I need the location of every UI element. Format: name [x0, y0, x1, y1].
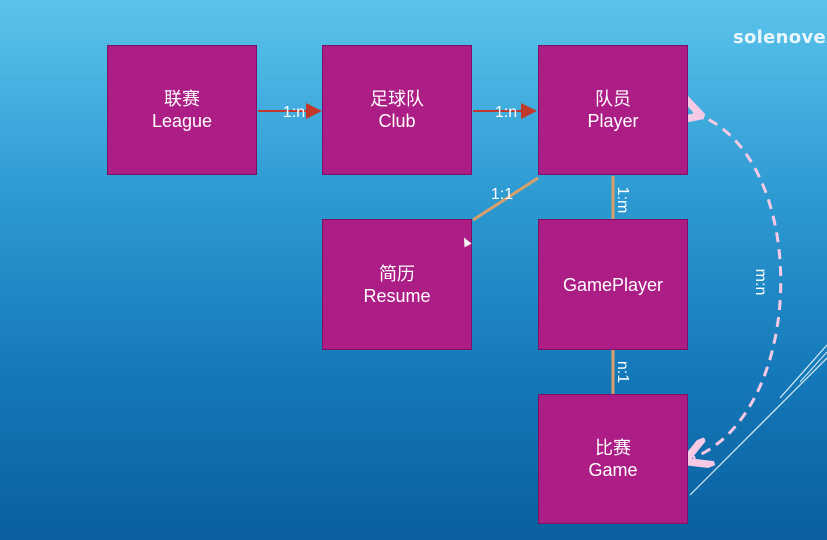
label-gameplayer-game: n:1: [614, 361, 631, 383]
entity-league-en: League: [151, 111, 213, 131]
link-player-resume: [472, 176, 539, 222]
entity-game: 比赛 Game: [538, 394, 688, 524]
entity-game-zh: 比赛: [595, 438, 631, 458]
label-player-gameplayer: 1:m: [614, 187, 631, 214]
decor-line: [799, 351, 827, 383]
entity-resume: 简历 Resume: [322, 219, 472, 350]
entity-league: 联赛 League: [107, 45, 257, 175]
entity-player: 队员 Player: [538, 45, 688, 175]
entity-club-en: Club: [378, 111, 416, 131]
entity-gameplayer-en: GamePlayer: [562, 274, 664, 295]
entity-player-zh: 队员: [595, 89, 631, 109]
dashed-player-game: [693, 113, 783, 458]
entity-resume-en: Resume: [363, 285, 431, 306]
entity-game-en: Game: [588, 460, 638, 480]
entity-player-en: Player: [587, 111, 639, 131]
label-club-player: 1:n: [495, 104, 517, 121]
entity-gameplayer: GamePlayer: [538, 219, 688, 350]
label-league-club: 1:n: [283, 104, 305, 121]
entity-league-zh: 联赛: [164, 89, 200, 109]
label-player-resume: 1:1: [491, 186, 513, 203]
decor-line: [689, 357, 827, 496]
decor-line: [779, 344, 827, 399]
label-player-game: m:n: [752, 269, 769, 296]
entity-club-zh: 足球队: [370, 89, 424, 109]
brand-watermark: solenovex: [733, 27, 827, 48]
entity-resume-zh: 简历: [379, 263, 415, 284]
entity-club: 足球队 Club: [322, 45, 472, 175]
